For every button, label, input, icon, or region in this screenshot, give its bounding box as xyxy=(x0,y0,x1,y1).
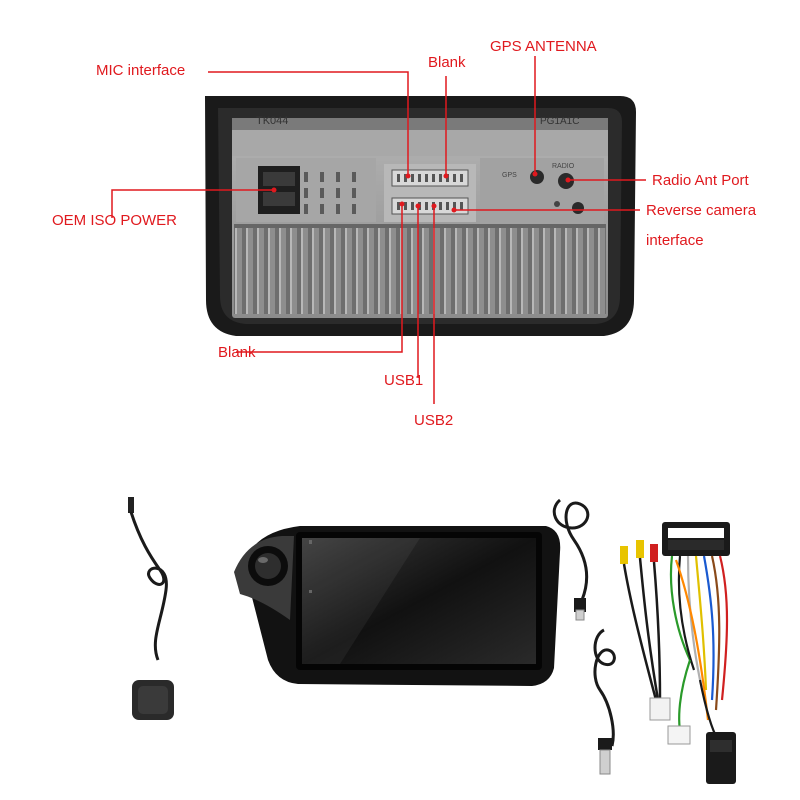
mic-leader-line xyxy=(208,71,409,176)
gps-engraving: GPS xyxy=(502,172,517,179)
oem-iso-power-label: OEM ISO POWER xyxy=(52,212,178,229)
reverse-camera-label: Reverse camera xyxy=(646,202,757,219)
gps-antenna xyxy=(128,497,174,720)
radio-ant-port-label: Radio Ant Port xyxy=(652,172,749,189)
rca-cable xyxy=(620,540,671,721)
head-unit-front xyxy=(234,526,561,686)
radio-engraving: RADIO xyxy=(552,163,575,170)
mic-interface-label: MIC interface xyxy=(96,62,186,79)
display-screen xyxy=(302,538,536,664)
wiring-harness xyxy=(662,522,736,784)
serial-engraving: PG1A1C xyxy=(540,116,579,127)
model-engraving: TK044 xyxy=(256,115,288,127)
annotation-lines xyxy=(111,56,646,404)
mic-blank-connector xyxy=(391,169,469,187)
usb2-label: USB2 xyxy=(414,412,454,429)
blank-bottom-leader-line xyxy=(236,204,403,353)
oem-leader-line xyxy=(111,189,274,218)
blank-top-label: Blank xyxy=(428,54,466,71)
usb-cable xyxy=(593,628,616,775)
usb-cable xyxy=(552,498,590,621)
blank-bottom-label: Blank xyxy=(218,344,256,361)
gps-antenna-label: GPS ANTENNA xyxy=(490,38,597,55)
head-unit-back: TK044 PG1A1C GPS RADIO xyxy=(205,96,636,336)
reverse-camera-label-line2: interface xyxy=(646,232,704,249)
usb1-label: USB1 xyxy=(384,372,424,389)
gps-port xyxy=(530,170,544,184)
